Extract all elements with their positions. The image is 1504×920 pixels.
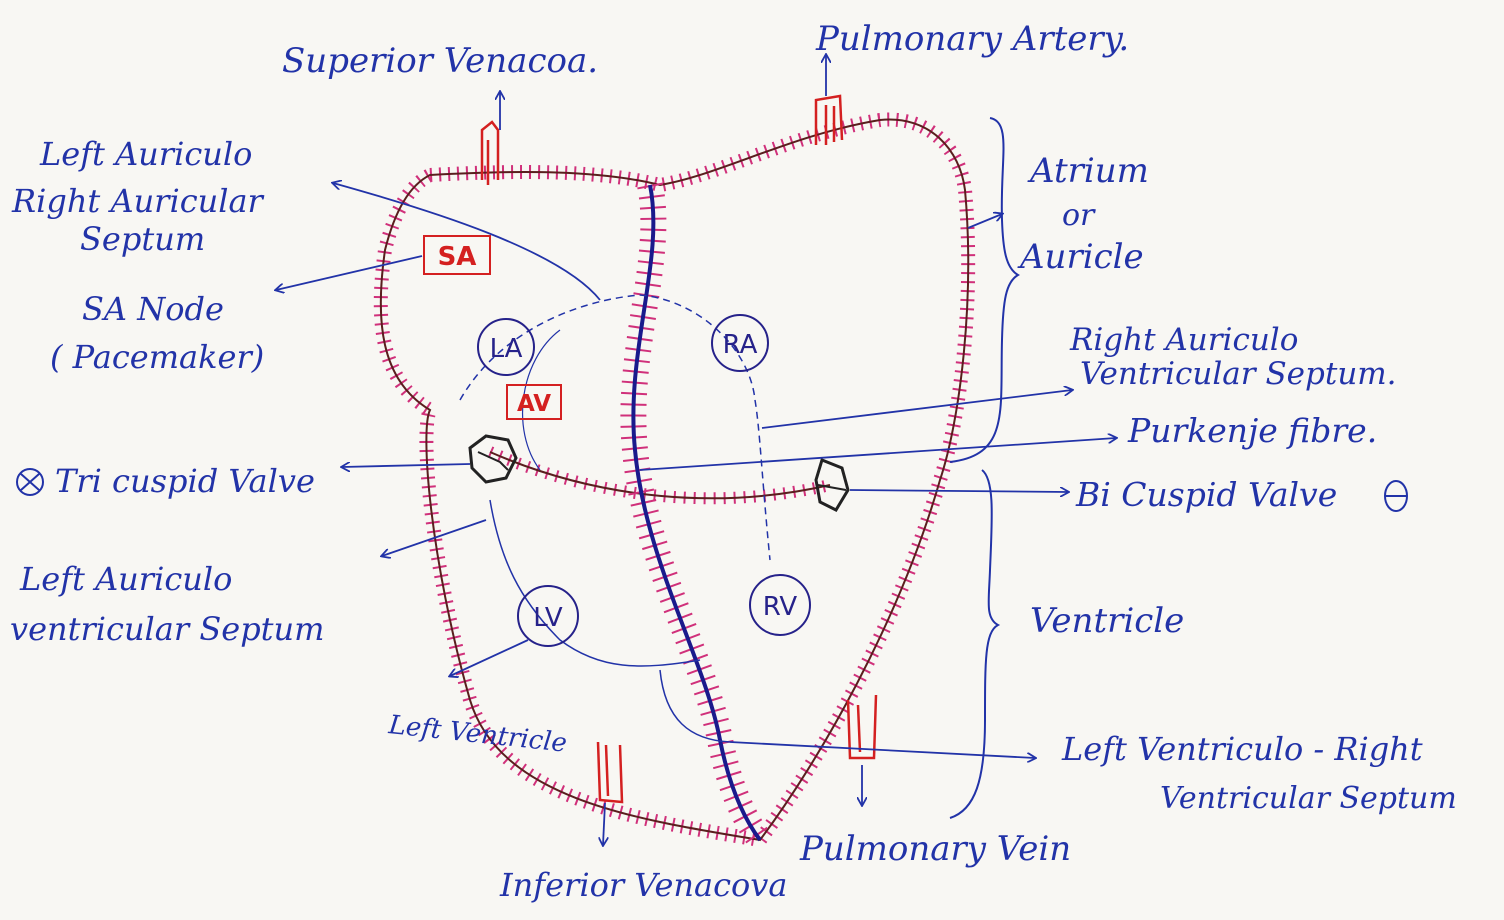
lv-rv-septum-label-2: Ventricular Septum xyxy=(1160,781,1457,816)
ra-label: RA xyxy=(723,330,758,360)
superior-vena-cava-label: Superior Venacoa. xyxy=(282,41,598,81)
atrium-label-3: Auricle xyxy=(1017,237,1144,277)
bicuspid-label: Bi Cuspid Valve xyxy=(1075,475,1337,514)
av-node-label: AV xyxy=(517,391,551,417)
la-label: LA xyxy=(490,334,523,364)
ventricle-label: Ventricle xyxy=(1030,601,1184,641)
right-av-septum-label-2: Ventricular Septum. xyxy=(1080,356,1397,392)
atrium-label-2: or xyxy=(1062,198,1096,233)
left-av-septum-label-1: Left Auriculo xyxy=(19,560,232,598)
tricuspid-label: Tri cuspid Valve xyxy=(55,462,315,500)
av-septum-label-3: Septum xyxy=(80,220,205,258)
inferior-vena-cava-vessel xyxy=(598,742,622,802)
bicuspid-symbol-icon xyxy=(1385,481,1407,511)
rv-label: RV xyxy=(763,592,798,622)
tricuspid-symbol-icon xyxy=(17,469,43,495)
av-boundary-hatch xyxy=(490,452,830,498)
av-septum-label-2: Right Auricular xyxy=(11,182,265,220)
pulmonary-artery-label: Pulmonary Artery. xyxy=(815,19,1129,59)
sa-node-text-1: SA Node xyxy=(82,290,224,328)
pulmonary-vein-label: Pulmonary Vein xyxy=(799,829,1071,869)
purkinje-label: Purkenje fibre. xyxy=(1127,411,1377,450)
lv-rv-septum-label-1: Left Ventriculo - Right xyxy=(1061,730,1423,768)
lv-label: LV xyxy=(533,603,563,633)
av-septum-label-1: Left Auriculo xyxy=(39,135,252,173)
av-boundary xyxy=(490,452,830,498)
sa-node-text-2: ( Pacemaker) xyxy=(50,338,264,376)
atrium-label-1: Atrium xyxy=(1027,151,1149,191)
bicuspid-valve-icon xyxy=(816,460,848,510)
right-av-septum-label-1: Right Auriculo xyxy=(1069,322,1298,358)
ventricle-bracket xyxy=(950,470,998,818)
sa-node-label: SA xyxy=(438,242,477,272)
inferior-vena-cava-label: Inferior Venacova xyxy=(499,866,787,904)
left-av-septum-label-2: ventricular Septum xyxy=(10,610,324,648)
